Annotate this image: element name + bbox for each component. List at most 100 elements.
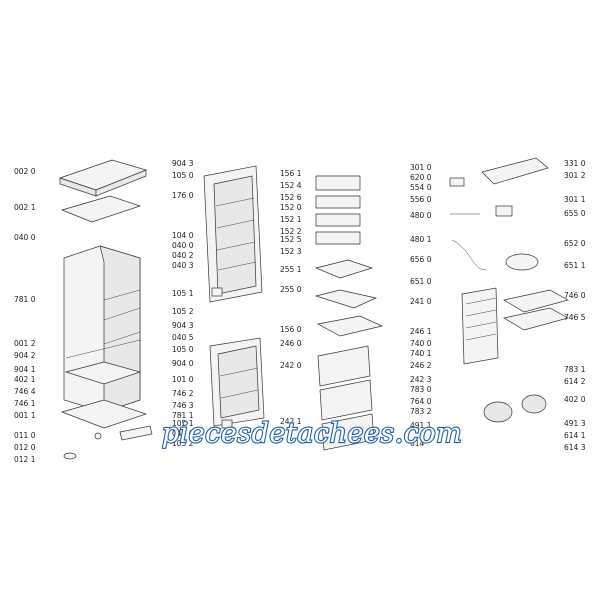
ice-tray	[316, 315, 384, 337]
part-number-label: 246 0	[280, 339, 302, 348]
part-number-label: 554 0	[410, 183, 432, 192]
part-number-label: 105 2	[172, 307, 194, 316]
part-number-label: 105 1	[172, 419, 194, 428]
lower-door-liner	[217, 345, 260, 419]
compressor-2	[521, 394, 547, 414]
part-number-label: 614 3	[564, 443, 586, 452]
part-number-label: 764 0	[410, 397, 432, 406]
part-number-label: 104 0	[172, 231, 194, 240]
part-number-label: 001 1	[14, 411, 36, 420]
part-number-label: 740 1	[410, 349, 432, 358]
part-number-label: 402 0	[564, 395, 586, 404]
part-number-label: 040 5	[172, 333, 194, 342]
part-number-label: 152 5	[280, 235, 302, 244]
part-number-label: 746 0	[564, 291, 586, 300]
part-number-label: 152 4	[280, 181, 302, 190]
evaporator-1	[503, 289, 569, 313]
glass-shelf	[314, 259, 374, 279]
part-number-label: 331 0	[564, 159, 586, 168]
doors-group	[203, 165, 265, 429]
part-number-label: 301 0	[410, 163, 432, 172]
part-number-label: 781 1	[172, 411, 194, 420]
part-number-label: 783 0	[410, 385, 432, 394]
part-number-label: 614 2	[564, 377, 586, 386]
part-number-label: 242 3	[410, 375, 432, 384]
cabinet-inner	[99, 245, 141, 413]
part-number-label: 105 0	[172, 345, 194, 354]
part-number-label: 002 1	[14, 203, 36, 212]
part-number-label: 001 2	[14, 339, 36, 348]
part-number-label: 246 2	[410, 361, 432, 370]
part-number-label: 746 1	[14, 399, 36, 408]
part-number-label: 783 1	[564, 365, 586, 374]
part-number-label: 651 1	[564, 261, 586, 270]
part-number-label: 655 0	[564, 209, 586, 218]
part-number-label: 152 3	[280, 247, 302, 256]
part-number-label: 480 0	[410, 211, 432, 220]
part-number-label: 002 0	[14, 167, 36, 176]
base-plate	[60, 399, 148, 429]
part-number-label: 012 0	[14, 443, 36, 452]
upper-door-liner	[213, 175, 257, 295]
part-number-label: 301 1	[564, 195, 586, 204]
part-number-label: 783 2	[410, 407, 432, 416]
top-cover-front	[95, 169, 147, 197]
part-number-label: 904 0	[172, 359, 194, 368]
part-number-label: 746 4	[14, 387, 36, 396]
part-number-label: 781 0	[14, 295, 36, 304]
part-number-label: 904 3	[172, 321, 194, 330]
part-number-label: 152 6	[280, 193, 302, 202]
part-number-label: 614	[410, 439, 425, 448]
control-knob	[449, 177, 465, 187]
part-number-label: 040 6	[172, 429, 194, 438]
evaporator-2	[503, 307, 569, 331]
foot	[94, 432, 102, 440]
part-number-label: 012 1	[14, 455, 36, 464]
basket-1	[317, 345, 371, 387]
bottom-shelf	[64, 361, 142, 385]
balcony-3	[315, 213, 361, 227]
part-number-label: 152 1	[280, 215, 302, 224]
balcony-2	[315, 195, 361, 209]
compressor	[483, 401, 513, 423]
part-number-label: 040 0	[172, 241, 194, 250]
part-number-label: 152 2	[280, 227, 302, 236]
watermark: piecesdetachees.com	[162, 418, 462, 449]
part-number-label: 152 0	[280, 203, 302, 212]
part-number-label: 556 0	[410, 195, 432, 204]
part-number-label: 011 0	[14, 431, 36, 440]
part-number-label: 656 0	[410, 255, 432, 264]
part-number-label: 040 2	[172, 251, 194, 260]
balconies-group	[314, 175, 384, 451]
part-number-label: 301 2	[564, 171, 586, 180]
part-number-label: 040 3	[172, 261, 194, 270]
cooling-group	[449, 157, 569, 423]
part-number-label: 101 0	[172, 375, 194, 384]
cabinet-group	[58, 159, 153, 460]
thermostat	[495, 205, 513, 217]
part-number-label: 176 0	[172, 191, 194, 200]
part-number-label: 652 0	[564, 239, 586, 248]
part-number-label: 255 0	[280, 285, 302, 294]
part-number-label: 904 1	[14, 365, 36, 374]
basket-2	[319, 379, 373, 421]
part-number-label: 746 5	[564, 313, 586, 322]
basket-3	[321, 413, 375, 451]
part-number-label: 156 0	[280, 325, 302, 334]
part-number-label: 105 0	[172, 171, 194, 180]
part-number-label: 740 0	[410, 339, 432, 348]
part-number-label: 242 0	[280, 361, 302, 370]
part-number-label: 040 0	[14, 233, 36, 242]
foot-2	[63, 452, 77, 460]
part-number-label: 491 1	[410, 421, 432, 430]
part-number-label: 402 1	[14, 375, 36, 384]
part-number-label: 614 1	[564, 431, 586, 440]
part-number-label: 480 1	[410, 235, 432, 244]
part-number-label: 241 0	[410, 297, 432, 306]
part-number-label: 651 0	[410, 277, 432, 286]
condenser	[461, 287, 499, 365]
control-housing	[481, 157, 549, 185]
part-number-label: 620 0	[410, 173, 432, 182]
